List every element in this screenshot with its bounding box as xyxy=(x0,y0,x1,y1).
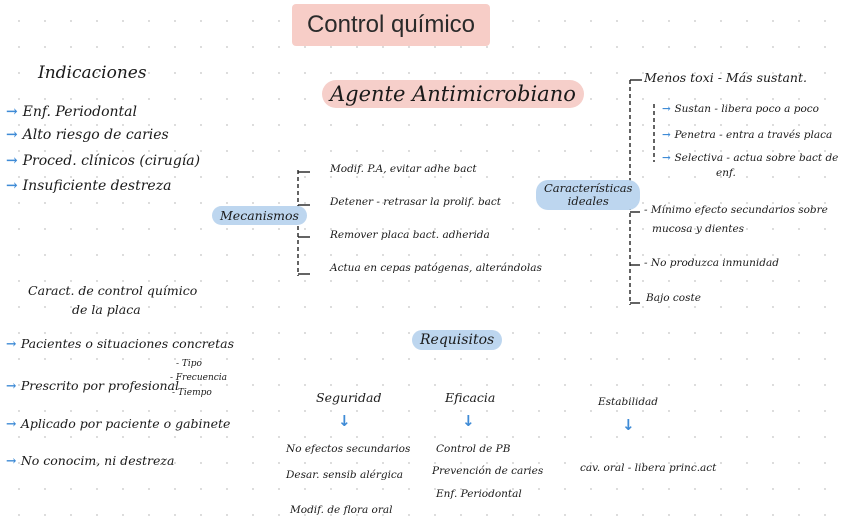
page-title: Control químico xyxy=(292,4,490,46)
eficacia-item: Control de PB xyxy=(436,443,511,455)
arrow-down-icon: ↓ xyxy=(622,416,635,434)
caract-control-item: → No conocim, ni destreza xyxy=(6,453,175,468)
ideales-sub-item: → Sustan - libera poco a poco xyxy=(662,103,819,115)
prescrito-sub: - Tipo xyxy=(176,359,202,369)
eficacia-item: Enf. Periodontal xyxy=(436,488,522,500)
caract-control-item: → Pacientes o situaciones concretas xyxy=(6,336,235,351)
ideales-item-cont: mucosa y dientes xyxy=(652,223,745,235)
prescrito-sub: - Tiempo xyxy=(172,388,212,398)
mecanismos-item: Remover placa bact. adherida xyxy=(330,229,490,241)
seguridad-item: No efectos secundarios xyxy=(286,443,411,455)
ideales-item: Bajo coste xyxy=(646,292,701,304)
ideales-sub-item-cont: enf. xyxy=(716,167,736,179)
ideales-sub-item: → Penetra - entra a través placa xyxy=(662,129,833,141)
ideales-sub-item: → Selectiva - actua sobre bact de xyxy=(662,152,839,164)
caract-control-item: → Aplicado por paciente o gabinete xyxy=(6,416,231,431)
indicaciones-item: → Enf. Periodontal xyxy=(6,104,137,120)
eficacia-heading: Eficacia xyxy=(445,390,496,405)
ideales-item: - Mínimo efecto secundarios sobre xyxy=(644,204,828,216)
seguridad-item: Modif. de flora oral xyxy=(290,504,393,516)
eficacia-item: Prevención de caries xyxy=(432,465,544,477)
caract-control-item: → Prescrito por profesional xyxy=(6,378,179,393)
ideales-item: - No produzca inmunidad xyxy=(644,257,779,269)
indicaciones-item: → Alto riesgo de caries xyxy=(6,127,169,143)
arrow-down-icon: ↓ xyxy=(462,412,475,430)
caract-control-heading-2: de la placa xyxy=(72,302,141,317)
caract-control-heading: Caract. de control químico xyxy=(28,283,198,298)
estabilidad-heading: Estabilidad xyxy=(598,396,659,408)
agente-heading: Agente Antimicrobiano xyxy=(322,80,584,108)
seguridad-heading: Seguridad xyxy=(316,390,382,405)
mecanismos-label: Mecanismos xyxy=(212,206,307,225)
mecanismos-item: Modif. P.A, evitar adhe bact xyxy=(330,163,477,175)
indicaciones-item: → Insuficiente destreza xyxy=(6,178,172,194)
prescrito-sub: - Frecuencia xyxy=(170,373,228,383)
ideales-top: Menos toxi - Más sustant. xyxy=(644,70,807,85)
mecanismos-item: Detener - retrasar la prolif. bact xyxy=(330,196,502,208)
arrow-down-icon: ↓ xyxy=(338,412,351,430)
indicaciones-item: → Proced. clínicos (cirugía) xyxy=(6,153,201,169)
requisitos-label: Requisitos xyxy=(412,330,503,350)
seguridad-item: Desar. sensib alérgica xyxy=(286,469,404,481)
indicaciones-heading: Indicaciones xyxy=(38,63,147,83)
estabilidad-item: cav. oral - libera princ.act xyxy=(580,462,717,474)
mecanismos-item: Actua en cepas patógenas, alterándolas xyxy=(330,262,542,274)
